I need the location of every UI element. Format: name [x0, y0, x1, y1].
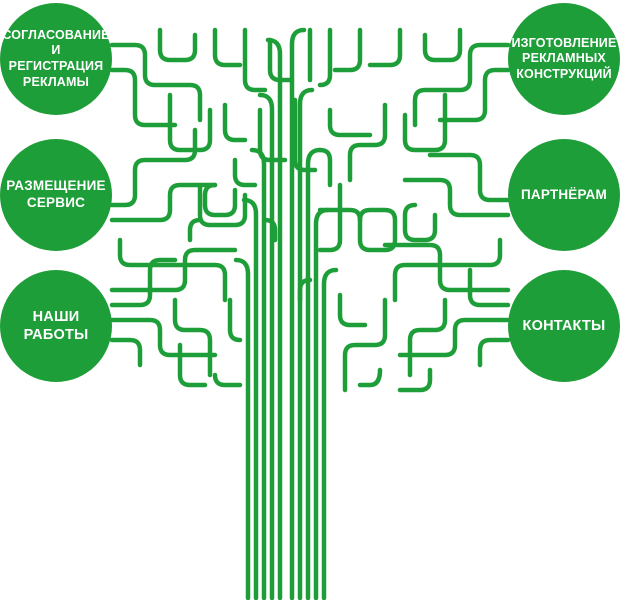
nav-manufacturing-button[interactable]: Изготовление рекламных конструкций — [508, 3, 620, 115]
branch-line — [109, 67, 178, 128]
branch-line — [257, 107, 288, 163]
branch-line — [357, 367, 383, 388]
trunk-line — [297, 87, 315, 600]
branch-line — [167, 92, 213, 153]
nav-placement-service-label: Размещение сервис — [6, 178, 106, 210]
branch-line — [477, 337, 511, 368]
nav-contacts-button[interactable]: Контакты — [508, 270, 620, 382]
branch-line — [342, 297, 388, 393]
branch-line — [327, 107, 373, 138]
branch-line — [222, 102, 248, 143]
branch-line — [202, 182, 238, 218]
branch-line — [397, 317, 511, 358]
branch-line — [402, 92, 448, 153]
branch-line — [367, 27, 403, 68]
trunk-line — [257, 92, 275, 600]
branch-line — [412, 42, 511, 128]
branch-line — [407, 297, 448, 378]
trunk-line — [321, 267, 339, 600]
branch-line — [437, 67, 511, 123]
branch-line — [332, 27, 363, 73]
branch-line — [397, 367, 433, 393]
branch-line — [157, 27, 198, 63]
tree-trunk — [233, 27, 339, 600]
branch-line — [317, 207, 363, 223]
branch-line — [382, 242, 511, 293]
trunk-line — [289, 27, 307, 600]
nav-partners-button[interactable]: Партнёрам — [508, 139, 620, 251]
branch-line — [109, 317, 218, 358]
branch-line — [109, 247, 238, 293]
branch-line — [467, 267, 511, 308]
branch-line — [347, 102, 388, 183]
branch-line — [422, 27, 463, 63]
branch-line — [317, 147, 333, 188]
branch-line — [227, 297, 243, 343]
branch-line — [232, 157, 258, 188]
nav-manufacturing-label: Изготовление рекламных конструкций — [511, 35, 617, 81]
branch-line — [392, 237, 503, 303]
branch-line — [109, 337, 143, 368]
branch-line — [317, 27, 333, 88]
branch-line — [337, 292, 368, 328]
nav-placement-service-button[interactable]: Размещение сервис — [0, 139, 112, 251]
nav-our-works-button[interactable]: Наши работы — [0, 270, 112, 382]
nav-approval-registration-label: Согласование и регистрация рекламы — [2, 27, 110, 89]
branch-line — [109, 182, 218, 223]
branch-line — [297, 277, 313, 303]
branch-line — [109, 127, 198, 208]
nav-approval-registration-button[interactable]: Согласование и регистрация рекламы — [0, 3, 112, 115]
trunk-line — [233, 257, 251, 600]
branch-line — [117, 237, 228, 303]
nav-partners-label: Партнёрам — [521, 186, 607, 202]
branch-line — [109, 257, 178, 308]
branch-line — [267, 37, 293, 83]
branch-line — [187, 217, 203, 243]
nav-contacts-label: Контакты — [522, 317, 606, 334]
branch-line — [212, 27, 243, 68]
branch-line — [262, 217, 278, 243]
branch-line — [212, 372, 243, 388]
trunk-line — [305, 147, 323, 600]
branch-line — [242, 27, 268, 93]
branch-line — [292, 97, 318, 173]
branch-line — [109, 42, 203, 123]
branch-line — [172, 297, 213, 378]
nav-our-works-label: Наши работы — [23, 308, 89, 343]
branch-line — [402, 177, 511, 218]
branch-line — [427, 152, 511, 203]
tree-branches — [109, 27, 511, 393]
branch-line — [317, 182, 343, 253]
branch-line — [402, 202, 438, 243]
branch-line — [177, 342, 208, 388]
